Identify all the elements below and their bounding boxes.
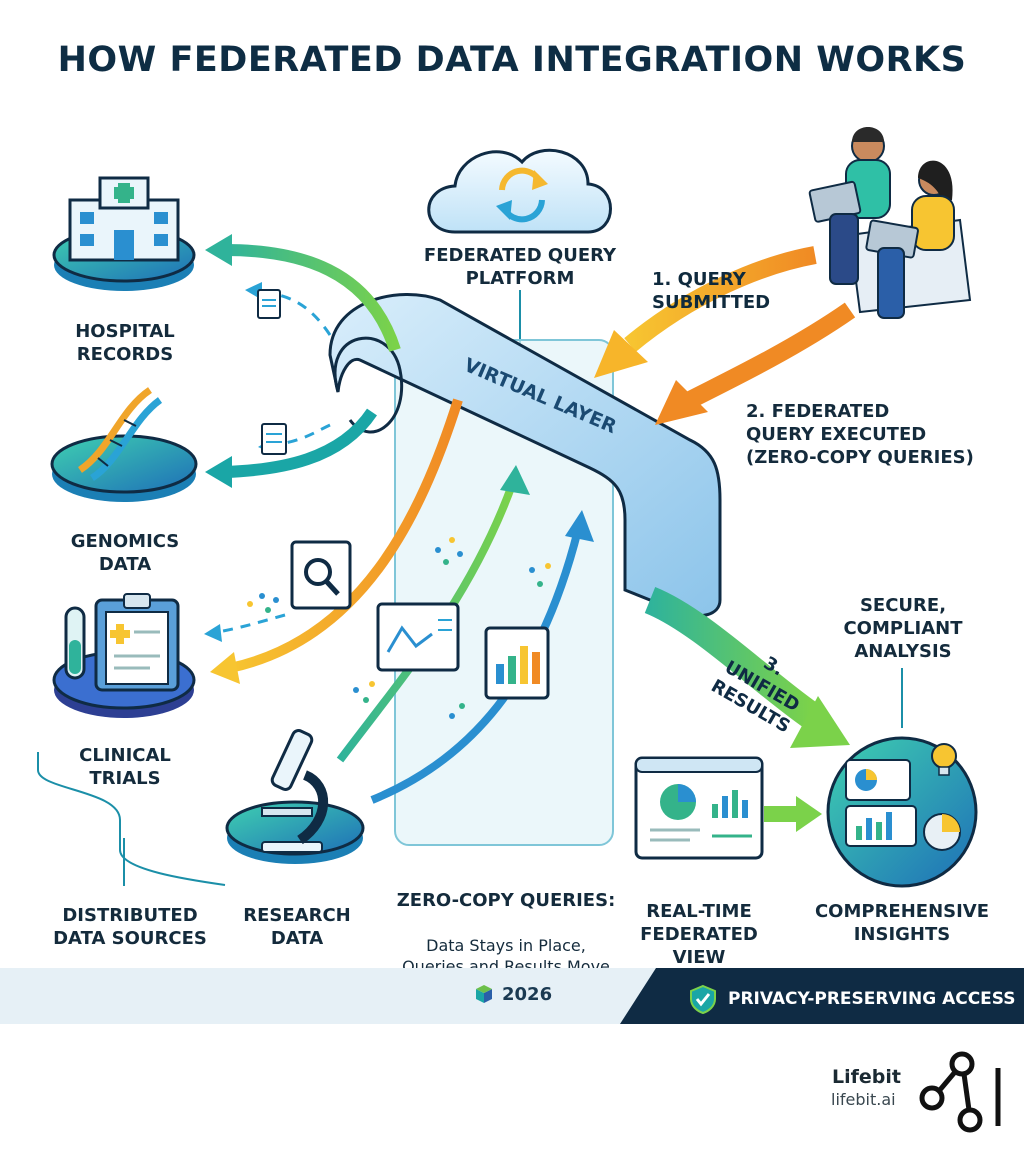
genomics-data-label: GENOMICS DATA	[70, 531, 180, 575]
privacy-badge: PRIVACY-PRESERVING ACCESS	[688, 984, 1016, 1014]
sync-icon	[496, 167, 548, 223]
realtime-view-label: REAL-TIME FEDERATED VIEW	[640, 901, 758, 968]
brand-name: Lifebit	[832, 1066, 901, 1088]
footer-dark-band	[620, 968, 1024, 1024]
dashboard-icon	[634, 756, 764, 860]
shield-check-icon	[690, 984, 716, 1014]
footer-year: 2026	[474, 984, 552, 1005]
step-query-executed: 2. FEDERATED QUERY EXECUTED (ZERO-COPY Q…	[746, 401, 974, 468]
virtual-layer-band	[328, 293, 722, 618]
distributed-sources-label: DISTRIBUTED DATA SOURCES	[53, 905, 207, 949]
insights-label: COMPREHENSIVE INSIGHTS	[814, 901, 990, 945]
zero-copy-heading: ZERO-COPY QUERIES:	[396, 890, 616, 911]
data-particles	[247, 537, 551, 719]
hospital-icon	[52, 176, 196, 291]
line-chart-icon	[376, 602, 460, 672]
microscope-icon	[225, 729, 365, 864]
cloud-icon	[427, 148, 612, 234]
document-icon	[261, 423, 287, 455]
privacy-text: PRIVACY-PRESERVING ACCESS	[728, 989, 1016, 1009]
diagram-artwork	[37, 127, 978, 888]
secure-analysis-label: SECURE, COMPLIANT ANALYSIS	[843, 595, 963, 662]
magnifier-icon	[290, 540, 352, 610]
lightbulb-icon	[931, 743, 957, 776]
document-icon	[257, 289, 281, 319]
bar-chart-icon	[484, 626, 550, 700]
hospital-records-label: HOSPITAL RECORDS	[75, 321, 175, 365]
year-text: 2026	[502, 984, 553, 1005]
cube-logo-icon	[476, 984, 492, 1003]
insights-icon	[826, 668, 978, 888]
analysts-illustration	[808, 127, 972, 319]
page-title: HOW FEDERATED DATA INTEGRATION WORKS	[57, 40, 967, 80]
step-query-submitted: 1. QUERY SUBMITTED	[652, 269, 771, 313]
sources-bracket	[37, 752, 226, 886]
clinical-trials-label: CLINICAL TRIALS	[79, 745, 171, 789]
platform-label: FEDERATED QUERY PLATFORM	[423, 245, 617, 289]
research-data-label: RESEARCH DATA	[243, 905, 351, 949]
dna-icon	[50, 387, 198, 502]
brand-url: lifebit.ai	[831, 1090, 896, 1109]
clipboard-icon	[52, 593, 196, 718]
lifebit-logo-icon	[919, 1051, 1001, 1133]
